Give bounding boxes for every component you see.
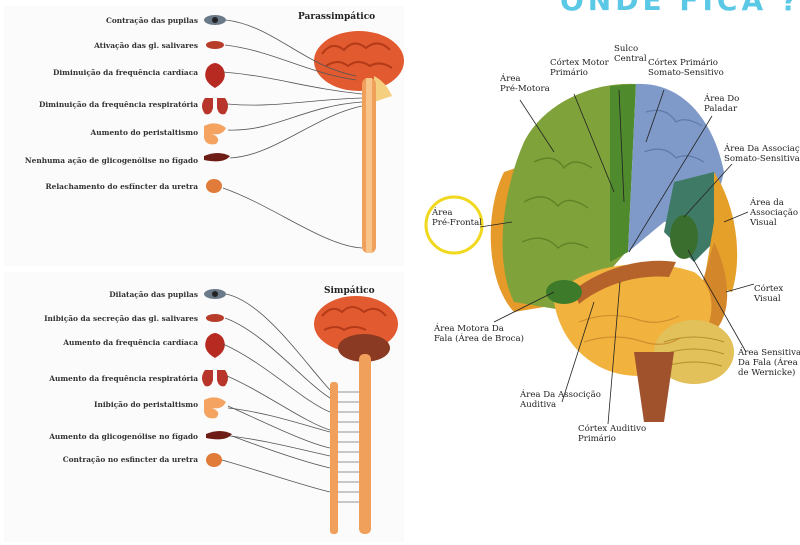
symp-effect-4: Aumento da frequência respiratória	[49, 374, 198, 383]
heart-icon	[205, 333, 225, 358]
brainstem	[634, 352, 674, 422]
sympathetic-diagram	[4, 272, 404, 542]
para-effect-3: Diminuição da frequência cardíaca	[53, 68, 198, 77]
banner-title: ONDE FICA ?	[560, 0, 800, 14]
para-effect-7: Relachamento do esfíncter da uretra	[46, 182, 199, 191]
bladder-icon	[206, 179, 222, 193]
heart-icon	[205, 63, 225, 88]
broca-area	[546, 280, 582, 304]
symp-effect-2: Inibição da secreção das gl. salivares	[44, 314, 198, 323]
brain-lateral-diagram	[414, 22, 800, 542]
intestine-icon	[204, 397, 226, 418]
parasympathetic-diagram	[4, 6, 404, 266]
lungs-icon	[202, 370, 228, 386]
salivary-gland-icon	[206, 41, 224, 49]
sympathetic-panel: Simpático Dilatação das pupilas Inibição…	[4, 272, 404, 542]
symp-effect-1: Dilatação das pupilas	[109, 290, 198, 299]
symp-effect-3: Aumento da frequência cardíaca	[63, 338, 198, 347]
symp-effect-5: Inibição do peristaltismo	[94, 400, 198, 409]
para-effect-4: Diminuição da frequência respiratória	[39, 100, 198, 109]
lungs-icon	[202, 98, 228, 114]
parasympathetic-panel: Parassimpático Contração das pupilas Ati…	[4, 6, 404, 266]
label-somato-association: Área Da AssociaçãoSomato-Sensitiva	[724, 144, 800, 164]
symp-effect-7: Contração no esfincter da uretra	[63, 455, 198, 464]
intestine-icon	[204, 123, 226, 144]
para-effect-6: Nenhuma ação de glicogenólise no fígado	[25, 156, 198, 165]
sympathetic-title: Simpático	[324, 286, 375, 296]
spinal-cord	[359, 354, 371, 534]
para-effect-2: Ativação das gl. salivares	[94, 41, 198, 50]
symp-effect-6: Aumento da glicogenólise no fígado	[49, 432, 198, 441]
para-effect-5: Aumento do peristaltismo	[91, 128, 198, 137]
liver-icon	[206, 431, 232, 439]
wernicke-area	[670, 215, 698, 259]
para-effect-1: Contração das pupilas	[106, 16, 198, 25]
salivary-gland-icon	[206, 314, 224, 322]
parasympathetic-title: Parassimpático	[298, 12, 375, 22]
sympathetic-chain	[330, 382, 338, 534]
liver-icon	[204, 153, 230, 161]
bladder-icon	[206, 453, 222, 467]
